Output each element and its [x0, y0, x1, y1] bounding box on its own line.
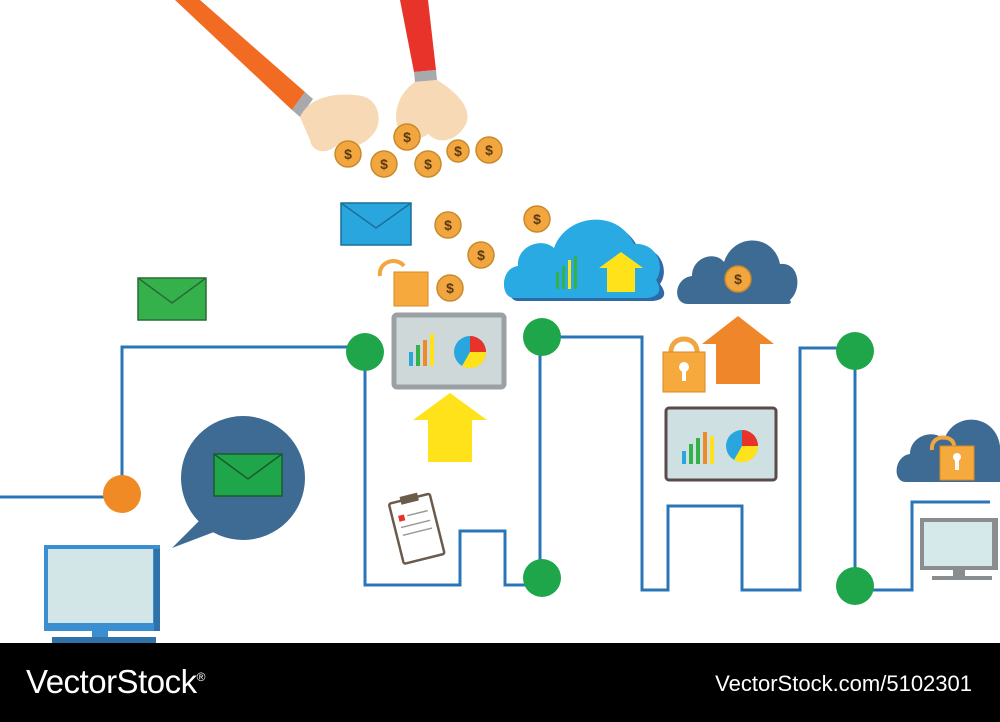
coin-icon: $ [734, 271, 742, 287]
svg-text:$: $ [446, 280, 454, 296]
svg-text:$: $ [477, 247, 485, 263]
node-green [523, 559, 561, 597]
desktop-monitor-icon [920, 518, 998, 580]
upload-arrow-orange-icon [702, 316, 774, 384]
svg-text:$: $ [533, 211, 541, 227]
footer-url: VectorStock.com/5102301 [715, 671, 972, 696]
registered-mark: ® [196, 670, 206, 684]
node-green [523, 318, 561, 356]
svg-text:$: $ [454, 143, 462, 159]
svg-text:$: $ [444, 217, 452, 233]
coin-icon: $ [523, 205, 551, 233]
coin-icon: $ [434, 211, 462, 239]
svg-text:$: $ [485, 142, 493, 158]
envelope-blue-icon [340, 202, 412, 246]
circuit-lines [0, 335, 990, 592]
hand-orange-sleeve [175, 0, 379, 152]
unlocked-padlock-icon [377, 259, 429, 307]
locked-padlock-icon [662, 336, 706, 393]
footer-brand: VectorStock® [26, 663, 205, 701]
hand-red-sleeve [395, 0, 468, 141]
clipboard-icon [388, 492, 446, 565]
svg-text:$: $ [403, 129, 411, 145]
cloud-upload-chart-icon [503, 219, 665, 301]
brand-name: VectorStock [26, 663, 197, 700]
cloud-coin-icon: $ [677, 240, 798, 304]
circuit-nodes [103, 318, 874, 605]
coin-icon: $ [370, 150, 398, 178]
svg-text:$: $ [344, 146, 352, 162]
coin-icon: $ [393, 123, 421, 151]
coin-icon: $ [446, 139, 470, 163]
tablet-chart-icon [664, 406, 778, 482]
coin-icon: $ [334, 140, 362, 168]
coin-icon: $ [467, 241, 495, 269]
desktop-monitor-icon [44, 545, 160, 643]
svg-text:$: $ [424, 156, 432, 172]
cloud-unlock-icon [896, 419, 1000, 482]
node-green [836, 567, 874, 605]
node-green [836, 332, 874, 370]
coin-icon: $ [436, 274, 464, 302]
speech-bubble-icon [172, 416, 305, 548]
node-green [346, 333, 384, 371]
coin-icon: $ [475, 136, 503, 164]
tablet-chart-icon [391, 312, 507, 390]
coin-icon: $ [414, 150, 442, 178]
envelope-green-icon [213, 453, 283, 497]
envelope-green-icon [137, 277, 207, 321]
svg-text:$: $ [380, 156, 388, 172]
upload-arrow-yellow-icon [413, 393, 487, 462]
watermark-footer: VectorStock® VectorStock.com/5102301 [0, 643, 1000, 722]
coins: $ $ $ $ $ $ $ $ $ $ [334, 123, 551, 302]
node-orange [103, 475, 141, 513]
